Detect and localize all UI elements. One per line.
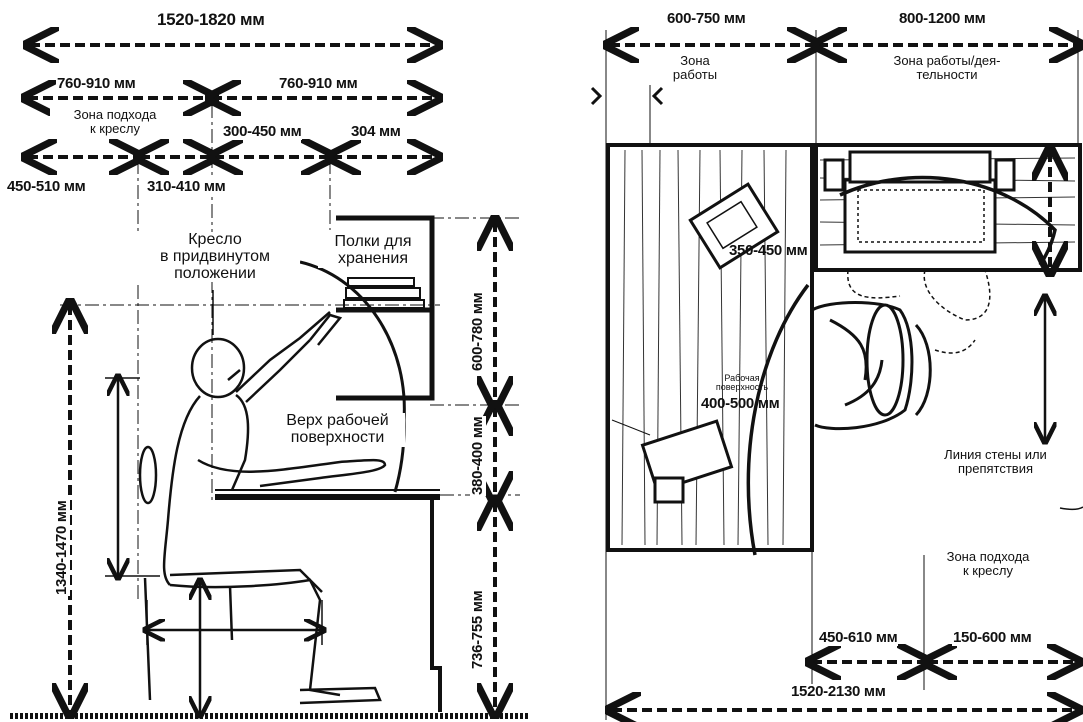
dim-surface-reach: 400-500 мм [701,395,780,412]
extension-lines [60,104,520,600]
dim-lines-right [610,45,1078,710]
dim-shelf-reach: 300-450 мм [222,123,303,140]
label-chair: Кресло в придвинутом положении [130,231,300,283]
dim-total-width-right: 1520-2130 мм [790,683,887,700]
chair-bottom [640,419,734,504]
dim-gap-height: 380-400 мм [469,415,486,496]
label-wall-line: Линия стены или препятствия [918,448,1073,476]
dim-eye-height: 1340-1470 мм [53,499,70,596]
dim-seat-back: 310-410 мм [146,178,227,195]
chair-top [688,182,780,270]
reach-arc [299,260,406,493]
reach-arc-corner [839,175,1057,266]
label-work-surface: Рабочая поверхность [715,373,769,393]
dim-seat-front: 450-510 мм [6,178,87,195]
dim-shelf-height: 600-780 мм [469,291,486,372]
dim-shelf-depth: 304 мм [350,123,402,140]
dim-lines-vertical [70,222,495,712]
dim-total-width-left: 1520-1820 мм [156,10,266,29]
seated-figure [138,311,387,705]
label-shelves: Полки для хранения [318,233,428,268]
keyboard-unit [823,150,1016,254]
label-activity-zone: Зона работы/дея- тельности [852,54,1042,82]
right-plan [590,30,1083,720]
left-elevation [10,45,528,716]
dim-desk-width: 760-910 мм [278,75,359,92]
body-arrows [105,378,322,714]
label-desk-top: Верх рабочей поверхности [270,412,405,447]
dim-lines-left [28,45,436,157]
extension-lines-right [605,30,1079,720]
label-approach-zone-left: Зона подхода к креслу [50,108,180,136]
dim-activity-zone-width: 800-1200 мм [898,10,987,27]
desk [215,489,442,712]
label-work-zone: Зона работы [660,54,730,82]
shelving-unit [336,215,435,401]
short-arrows [590,86,664,106]
dim-corner-reach: 350-450 мм [729,242,808,259]
label-approach-zone-right: Зона подхода к креслу [928,550,1048,578]
wall-line [1059,506,1083,511]
dim-work-zone-width: 600-750 мм [666,10,747,27]
person-plan [811,269,991,431]
reach-arc-left [746,283,810,556]
dim-approach-depth: 450-610 мм [818,629,899,646]
dim-side-clearance: 150-600 мм [952,629,1033,646]
l-desk [606,143,1082,552]
dim-desk-height: 736-755 мм [469,589,486,670]
dim-approach-width: 760-910 мм [56,75,137,92]
